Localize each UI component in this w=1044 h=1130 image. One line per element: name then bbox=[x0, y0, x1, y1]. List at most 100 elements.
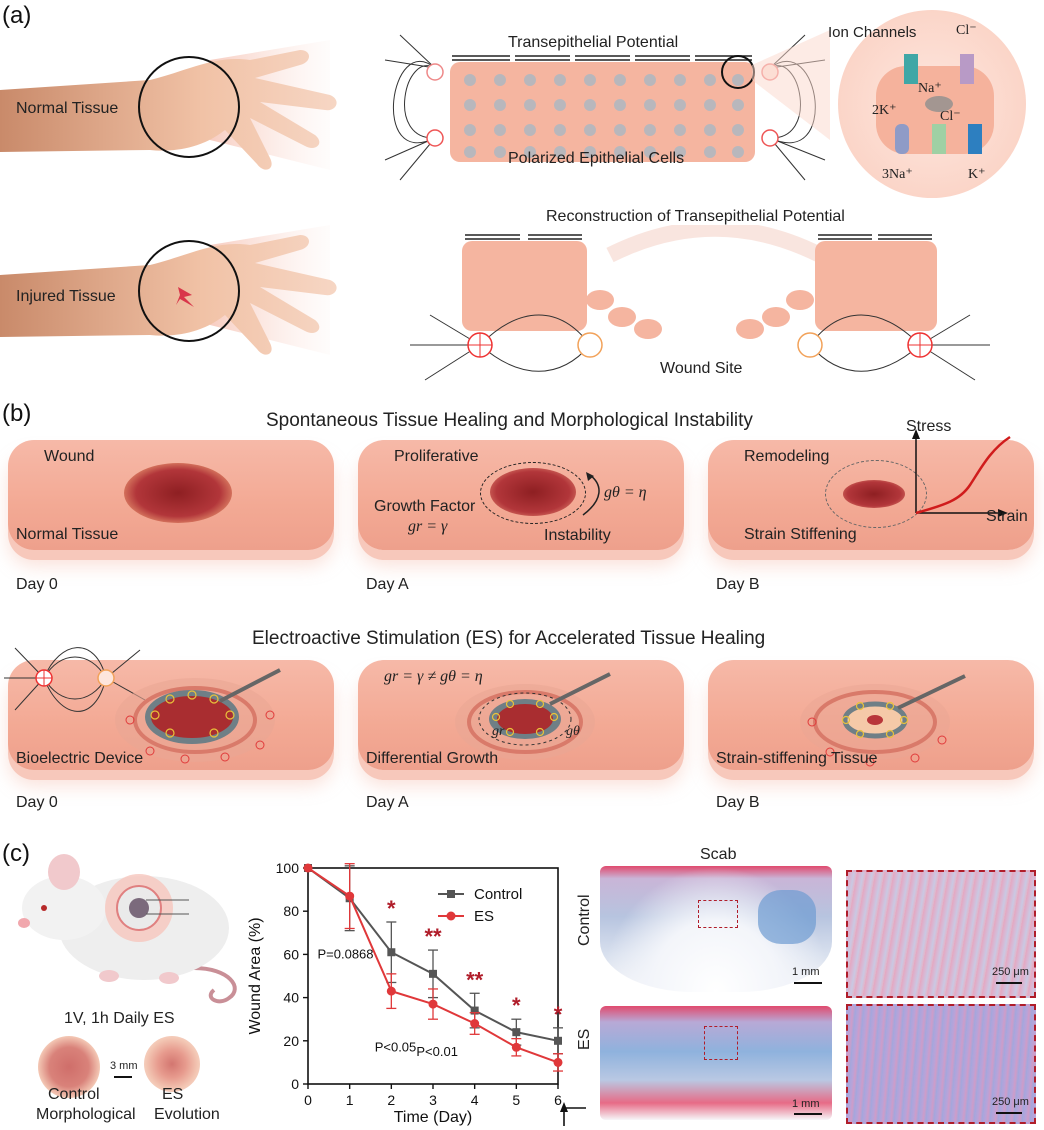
data-point-control bbox=[387, 948, 396, 957]
data-point-es bbox=[470, 1019, 480, 1029]
diff-eq-label: gr = γ ≠ gθ = η bbox=[384, 668, 483, 685]
scale-1mm-control: 1 mm bbox=[792, 966, 820, 978]
ion-2k: 2K⁺ bbox=[872, 103, 897, 118]
wound-site-label: Wound Site bbox=[660, 360, 743, 377]
scale-3mm-bar bbox=[114, 1076, 132, 1078]
normal-tissue-label: Normal Tissue bbox=[16, 100, 119, 117]
injured-tissue-circle bbox=[138, 240, 240, 342]
control-photo-label: Control bbox=[48, 1086, 100, 1103]
x-tick-label: 0 bbox=[304, 1092, 312, 1108]
es-device-dayB bbox=[800, 674, 966, 767]
dayB-top: Day B bbox=[716, 576, 760, 593]
y-tick-label: 80 bbox=[283, 903, 299, 919]
scale-250-control: 250 μm bbox=[992, 966, 1029, 978]
scale-1mm-es-bar bbox=[794, 1113, 822, 1115]
channel-cl-mid bbox=[932, 124, 946, 154]
stiffening-ring bbox=[825, 460, 927, 528]
wound-label: Wound bbox=[44, 448, 95, 465]
y-tick-label: 100 bbox=[276, 860, 300, 876]
panel-b-title-bottom: Electroactive Stimulation (ES) for Accel… bbox=[252, 628, 766, 649]
y-axis-label: Wound Area (%) bbox=[247, 917, 264, 1034]
day0-top: Day 0 bbox=[16, 576, 58, 593]
ion-channels-label: Ion Channels bbox=[828, 24, 917, 41]
es-device-day0 bbox=[115, 668, 281, 764]
gtheta-label: gθ bbox=[566, 724, 580, 739]
channel-cl-top bbox=[960, 54, 974, 84]
instability-label: Instability bbox=[544, 527, 611, 544]
scale-1mm-es: 1 mm bbox=[792, 1098, 820, 1110]
polarized-epithelium-diagram bbox=[384, 30, 830, 181]
x-tick-label: 5 bbox=[512, 1092, 520, 1108]
morph-line2: Evolution bbox=[154, 1106, 220, 1123]
proliferative-label: Proliferative bbox=[394, 448, 479, 465]
x-tick-label: 2 bbox=[387, 1092, 395, 1108]
significance-star: * bbox=[387, 896, 396, 921]
ion-3na: 3Na⁺ bbox=[882, 167, 913, 182]
data-point-es bbox=[511, 1042, 521, 1052]
gr-gamma-label: gr = γ bbox=[408, 518, 448, 535]
bioelectric-device-label: Bioelectric Device bbox=[16, 750, 144, 767]
legend-label: Control bbox=[474, 886, 522, 903]
histology-es-overview bbox=[600, 1006, 832, 1120]
channel-na bbox=[904, 54, 918, 84]
data-point-es bbox=[303, 863, 313, 873]
ion-cl-mid: Cl⁻ bbox=[940, 109, 961, 124]
data-point-es bbox=[428, 999, 438, 1009]
normal-tissue-circle bbox=[138, 56, 240, 158]
histology-control-roi bbox=[698, 900, 738, 928]
y-tick-label: 40 bbox=[283, 990, 299, 1006]
data-point-control bbox=[512, 1028, 521, 1037]
histology-es-roi bbox=[704, 1026, 738, 1060]
rotation-arrow bbox=[582, 472, 600, 516]
differential-growth-label: Differential Growth bbox=[366, 750, 499, 767]
histology-control-bluepatch bbox=[758, 890, 816, 944]
wound-epithelium-diagram bbox=[410, 225, 990, 381]
remodeling-label: Remodeling bbox=[744, 448, 830, 465]
significance-star: ** bbox=[466, 967, 484, 992]
row-control-label: Control bbox=[576, 894, 593, 946]
strain-stiffening-tissue-label: Strain-stiffening Tissue bbox=[716, 750, 878, 767]
scale-250-control-bar bbox=[996, 982, 1022, 984]
histology-es-zoom bbox=[846, 1004, 1036, 1124]
panel-c-letter: (c) bbox=[2, 840, 30, 867]
data-point-control bbox=[554, 1036, 562, 1045]
mouse-illustration bbox=[18, 854, 237, 1004]
significance-star: * bbox=[512, 993, 521, 1018]
row-es-label: ES bbox=[576, 1028, 593, 1050]
gr-label: gr bbox=[492, 724, 505, 739]
legend-marker bbox=[446, 911, 456, 921]
channel-k bbox=[968, 124, 982, 154]
significance-star: * bbox=[554, 1002, 563, 1027]
panel-a-letter: (a) bbox=[2, 2, 32, 29]
y-tick-label: 60 bbox=[283, 946, 299, 962]
scale-250-es: 250 μm bbox=[992, 1096, 1029, 1108]
p-value-annotation: P=0.0868 bbox=[317, 947, 373, 962]
reconstruction-label: Reconstruction of Transepithelial Potent… bbox=[546, 208, 845, 225]
morph-line1: Morphological bbox=[36, 1106, 136, 1123]
p-value-annotation: P<0.05 bbox=[375, 1040, 417, 1055]
scale-3mm: 3 mm bbox=[110, 1060, 138, 1072]
x-axis-label: Time (Day) bbox=[394, 1109, 473, 1126]
panel-b-title-top: Spontaneous Tissue Healing and Morpholog… bbox=[266, 410, 753, 431]
nucleus bbox=[925, 96, 953, 112]
growth-factor-label: Growth Factor bbox=[374, 498, 476, 515]
stress-strain-inset bbox=[912, 429, 1011, 517]
scale-250-es-bar bbox=[996, 1112, 1022, 1114]
x-tick-label: 6 bbox=[554, 1092, 562, 1108]
bioelectric-field-lines bbox=[4, 647, 146, 712]
polarized-cells-label: Polarized Epithelial Cells bbox=[508, 150, 685, 167]
data-point-es bbox=[553, 1057, 563, 1067]
strain-stiffening-label: Strain Stiffening bbox=[744, 526, 857, 543]
data-point-control bbox=[470, 1006, 479, 1015]
x-tick-label: 4 bbox=[471, 1092, 479, 1108]
protocol-label: 1V, 1h Daily ES bbox=[64, 1010, 175, 1027]
data-point-es bbox=[386, 986, 396, 996]
panel-b-letter: (b) bbox=[2, 400, 32, 427]
dayB-bottom: Day B bbox=[716, 794, 760, 811]
significance-star: ** bbox=[424, 924, 442, 949]
ion-cl-top: Cl⁻ bbox=[956, 23, 977, 38]
histology-control-zoom bbox=[846, 870, 1036, 998]
control-wound-photo bbox=[38, 1036, 100, 1098]
legend-label: ES bbox=[474, 908, 494, 925]
